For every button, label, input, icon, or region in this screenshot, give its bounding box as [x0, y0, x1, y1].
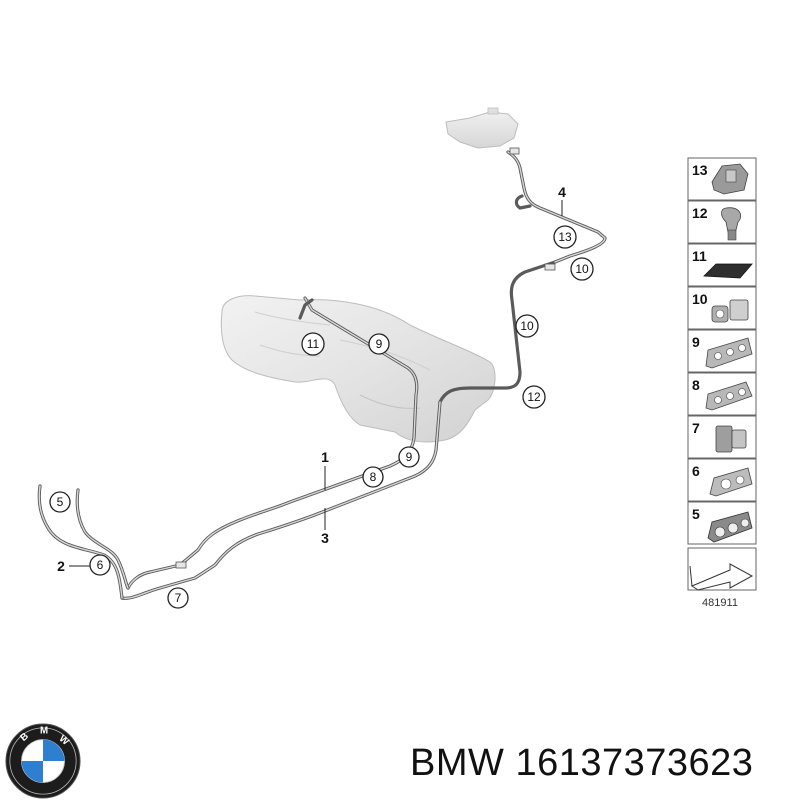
svg-text:6: 6 — [692, 463, 700, 479]
legend-item-8: 8 — [687, 372, 757, 416]
legend-item-9: 9 — [687, 329, 757, 373]
svg-text:8: 8 — [692, 377, 700, 393]
legend-item-misc — [687, 547, 757, 591]
legend-item-12: 12 — [687, 200, 757, 244]
svg-text:12: 12 — [527, 390, 541, 404]
callout-11: 11 — [301, 332, 325, 356]
svg-text:13: 13 — [692, 162, 708, 178]
legend-item-13: 13 — [687, 157, 757, 201]
product-caption: BMW 16137373623 — [410, 742, 753, 785]
callouts: 5 6 7 8 9 9 10 10 11 12 13 — [49, 225, 594, 609]
legend-item-5: 5 — [687, 501, 757, 545]
fuel-lines — [37, 147, 607, 600]
svg-text:9: 9 — [406, 450, 413, 464]
legend-item-7: 7 — [687, 415, 757, 459]
callout-9-upper: 9 — [368, 333, 390, 355]
fuel-tank — [220, 295, 496, 443]
callout-10-upper: 10 — [570, 257, 594, 281]
drawing-number: 481911 — [702, 597, 738, 609]
part-label-3: 3 — [321, 530, 329, 546]
svg-text:10: 10 — [520, 319, 534, 333]
brand-name: BMW — [410, 742, 505, 784]
svg-text:5: 5 — [692, 506, 700, 522]
svg-text:11: 11 — [307, 337, 320, 351]
svg-text:10: 10 — [575, 262, 589, 276]
svg-text:5: 5 — [57, 495, 64, 509]
svg-text:13: 13 — [558, 230, 572, 244]
svg-text:8: 8 — [370, 470, 377, 484]
svg-text:11: 11 — [692, 248, 707, 264]
callout-6: 6 — [89, 554, 111, 576]
leader-lines — [69, 200, 563, 567]
parts-legend: 13 12 11 10 9 — [687, 157, 757, 609]
bmw-logo-icon: B M W — [5, 723, 81, 799]
svg-text:7: 7 — [175, 591, 182, 605]
svg-text:9: 9 — [692, 334, 700, 350]
svg-text:12: 12 — [692, 205, 708, 221]
callout-9-lower: 9 — [398, 446, 420, 468]
part-label-4: 4 — [558, 184, 566, 200]
callout-10-lower: 10 — [515, 314, 539, 338]
legend-item-11: 11 — [687, 243, 757, 287]
svg-text:6: 6 — [97, 558, 104, 572]
svg-text:10: 10 — [692, 291, 708, 307]
callout-13: 13 — [553, 225, 577, 249]
callout-8: 8 — [362, 466, 384, 488]
svg-text:7: 7 — [692, 420, 700, 436]
part-label-1: 1 — [321, 449, 329, 465]
svg-text:M: M — [40, 726, 48, 737]
part-number: 16137373623 — [515, 742, 754, 784]
svg-text:9: 9 — [376, 337, 383, 351]
legend-item-10: 10 — [687, 286, 757, 330]
part-labels: 1 2 3 4 — [57, 184, 566, 574]
legend-item-6: 6 — [687, 458, 757, 502]
carbon-canister — [445, 107, 519, 149]
callout-7: 7 — [167, 587, 189, 609]
callout-12: 12 — [522, 385, 546, 409]
callout-5: 5 — [49, 491, 71, 513]
part-label-2: 2 — [57, 558, 65, 574]
